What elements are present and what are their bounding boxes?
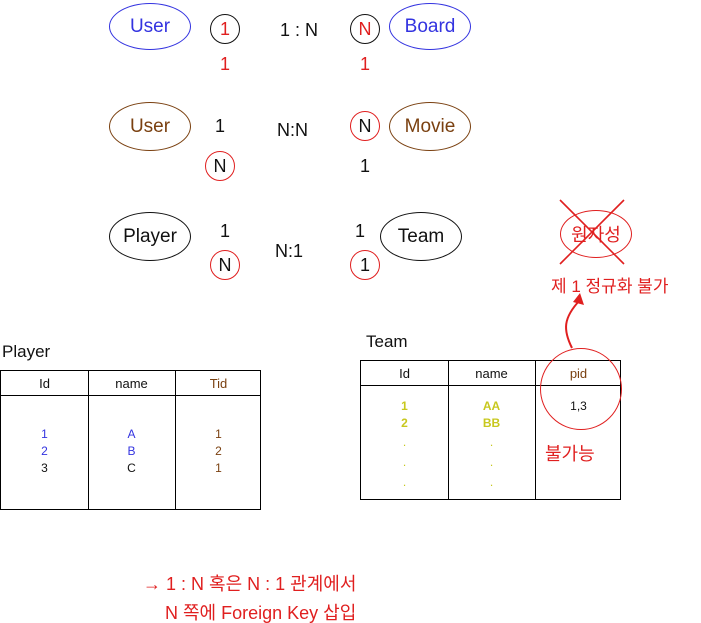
cardinality-circle: N: [350, 111, 380, 141]
cardinality-label: N:N: [277, 120, 308, 140]
player-table-title: Player: [2, 342, 51, 361]
player-table: Id name Tid 1 2 3 A B C 1 2 1: [0, 370, 261, 510]
atomicity-circle: 원자성: [560, 210, 632, 258]
table-cell: A: [127, 427, 136, 441]
table-cell: .: [489, 435, 494, 449]
cardinality-label: N:1: [275, 241, 304, 261]
entity-movie: Movie: [389, 102, 471, 151]
id-column: 1 2 . . .: [361, 398, 448, 492]
table-cell: B: [127, 444, 136, 458]
footer-line-2: N 쪽에 Foreign Key 삽입: [165, 603, 357, 623]
cardinality-value: 1: [355, 221, 366, 241]
table-cell: .: [402, 435, 407, 449]
impossible-label: 불가능: [545, 444, 595, 464]
id-column: 1 2 3: [1, 426, 88, 477]
column-header: Id: [399, 366, 410, 381]
entity-label: Team: [397, 225, 445, 247]
entity-player: Player: [109, 212, 191, 261]
table-cell: 2: [41, 444, 48, 458]
cardinality-label: 1 : N: [280, 20, 319, 40]
column-header: name: [475, 366, 508, 381]
cardinality-value: 1: [360, 156, 371, 176]
entity-label: Board: [404, 15, 456, 37]
table-cell: AA: [482, 399, 501, 413]
entity-label: Movie: [404, 115, 456, 137]
team-table-title: Team: [366, 332, 408, 351]
footer-line-1: → 1 : N 혹은 N : 1 관계에서: [143, 574, 357, 594]
entity-label: Player: [123, 225, 177, 247]
entity-label: User: [129, 15, 171, 37]
table-cell: 2: [401, 416, 408, 430]
cardinality-value: 1: [220, 54, 231, 74]
table-cell: C: [127, 461, 136, 475]
column-header: Id: [39, 376, 50, 391]
entity-user-1: User: [109, 3, 191, 50]
table-cell: 1: [401, 399, 408, 413]
table-cell: 3: [41, 461, 48, 475]
pid-highlight-circle: [540, 348, 622, 430]
table-cell: 1: [41, 427, 48, 441]
cardinality-circle: N: [210, 250, 240, 280]
table-cell: 2: [215, 444, 222, 458]
table-cell: .: [489, 475, 494, 489]
team-table: Id name pid 1 2 . . . AA BB . . . 1,3: [360, 360, 621, 500]
table-cell: BB: [482, 416, 501, 430]
table-cell: 1: [215, 427, 222, 441]
name-column: A B C: [88, 426, 175, 477]
entity-team: Team: [380, 212, 462, 261]
cardinality-value: 1: [215, 116, 226, 136]
atomicity-label: 원자성: [571, 225, 621, 245]
entity-label: User: [129, 115, 171, 137]
tid-column: 1 2 1: [175, 426, 262, 477]
column-header: name: [115, 376, 148, 391]
table-cell: 1: [215, 461, 222, 475]
table-cell: .: [489, 455, 494, 469]
cardinality-circle: 1: [210, 14, 240, 44]
cardinality-value: 1: [220, 221, 231, 241]
table-cell: .: [402, 455, 407, 469]
cardinality-circle: N: [205, 151, 235, 181]
column-header: Tid: [209, 376, 228, 391]
entity-board: Board: [389, 3, 471, 50]
cardinality-circle: 1: [350, 250, 380, 280]
cardinality-value: 1: [360, 54, 371, 74]
entity-user-2: User: [109, 102, 191, 151]
name-column: AA BB . . .: [448, 398, 535, 492]
table-cell: .: [402, 475, 407, 489]
cardinality-circle: N: [350, 14, 380, 44]
normal-form-note: 제 1 정규화 불가: [551, 277, 669, 296]
